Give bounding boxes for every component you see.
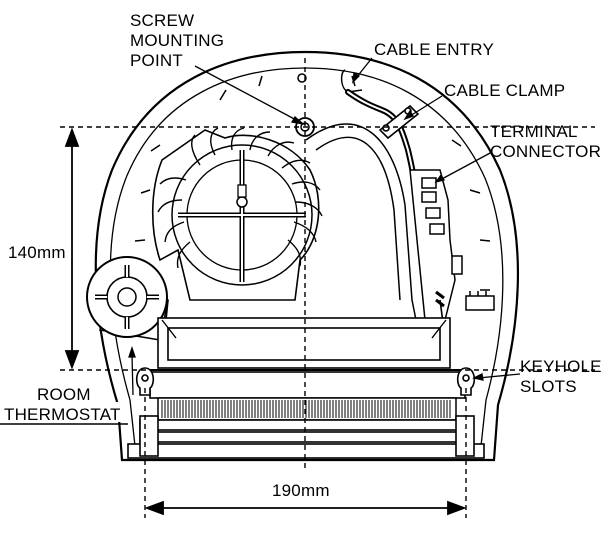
terminal-connector xyxy=(409,169,495,321)
room-thermostat-dial xyxy=(86,256,169,341)
label-keyhole-slots: KEYHOLE SLOTS xyxy=(520,357,602,396)
svg-text:TERMINAL: TERMINAL xyxy=(490,122,578,141)
svg-text:THERMOSTAT: THERMOSTAT xyxy=(4,405,121,424)
label-room-thermostat: ROOM THERMOSTAT xyxy=(0,385,128,425)
fan-assembly xyxy=(151,127,323,301)
keyhole-slot-left xyxy=(135,367,155,396)
element-grille-fins xyxy=(161,400,451,418)
svg-text:SCREW: SCREW xyxy=(130,11,194,30)
keyhole-slot-right xyxy=(456,367,476,396)
svg-text:MOUNTING: MOUNTING xyxy=(130,31,224,50)
label-width-dimension: 190mm xyxy=(272,481,330,500)
svg-text:POINT: POINT xyxy=(130,51,183,70)
label-cable-entry: CABLE ENTRY xyxy=(374,40,494,59)
bottom-rails xyxy=(127,415,485,459)
fan-duct xyxy=(305,123,419,331)
top-screw-boss xyxy=(297,73,307,83)
height-dimension-arrow xyxy=(64,127,80,370)
leader-lines xyxy=(128,57,521,396)
svg-text:CONNECTOR: CONNECTOR xyxy=(490,142,601,161)
label-height-dimension: 140mm xyxy=(8,243,66,262)
reference-lines xyxy=(60,58,595,518)
heating-element-frame xyxy=(145,299,470,399)
svg-text:KEYHOLE: KEYHOLE xyxy=(520,357,602,376)
label-cable-clamp: CABLE CLAMP xyxy=(444,81,565,100)
width-dimension-arrow xyxy=(144,500,467,516)
svg-text:ROOM: ROOM xyxy=(37,385,91,404)
svg-text:SLOTS: SLOTS xyxy=(520,377,577,396)
label-screw-mounting-point: SCREW MOUNTING POINT xyxy=(130,11,224,70)
label-terminal-connector: TERMINAL CONNECTOR xyxy=(490,122,601,161)
